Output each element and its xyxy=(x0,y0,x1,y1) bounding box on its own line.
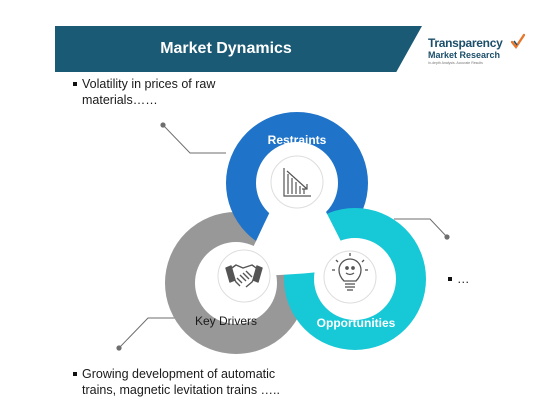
key-drivers-icon-circle xyxy=(217,249,271,303)
restraints-label: Restraints xyxy=(267,133,327,147)
restraints-bullet-line-1: Volatility in prices of raw xyxy=(82,77,216,91)
handshake-icon xyxy=(225,264,263,288)
key-drivers-label: Key Drivers xyxy=(194,314,258,328)
key-drivers-bullet: Growing development of automatic trains,… xyxy=(73,366,280,398)
restraints-icon-circle xyxy=(270,155,324,209)
bullet-marker xyxy=(448,277,452,281)
bullet-marker xyxy=(73,82,77,86)
header-banner: Market Dynamics xyxy=(55,26,422,72)
lightbulb-icon xyxy=(332,253,368,291)
key-drivers-bullet-line-2: trains, magnetic levitation trains ….. xyxy=(82,383,280,397)
restraints-bullet: Volatility in prices of raw materials…… xyxy=(73,76,216,108)
opportunities-bullet: … xyxy=(448,271,470,287)
logo-line-2: Market Research xyxy=(428,50,501,60)
page-title: Market Dynamics xyxy=(160,40,292,57)
declining-bar-chart-icon xyxy=(283,168,311,197)
center-triangle xyxy=(240,157,354,276)
connector-opportunities xyxy=(394,218,450,240)
opportunities-ring xyxy=(284,208,426,350)
company-logo: Transparency Market Research In-depth An… xyxy=(428,33,528,66)
logo-line-1: Transparency xyxy=(428,36,503,50)
bullet-marker xyxy=(73,372,77,376)
opportunities-icon-circle xyxy=(323,250,377,304)
restraints-bullet-line-2: materials…… xyxy=(82,93,158,107)
checkmark-logo-icon xyxy=(511,33,525,50)
key-drivers-bullet-line-1: Growing development of automatic xyxy=(82,367,276,381)
logo-line-3: In-depth Analysis. Accurate Results xyxy=(428,61,483,65)
opportunities-bullet-text: … xyxy=(457,272,470,286)
connector-restraints xyxy=(160,122,226,154)
opportunities-label: Opportunities xyxy=(316,316,396,330)
